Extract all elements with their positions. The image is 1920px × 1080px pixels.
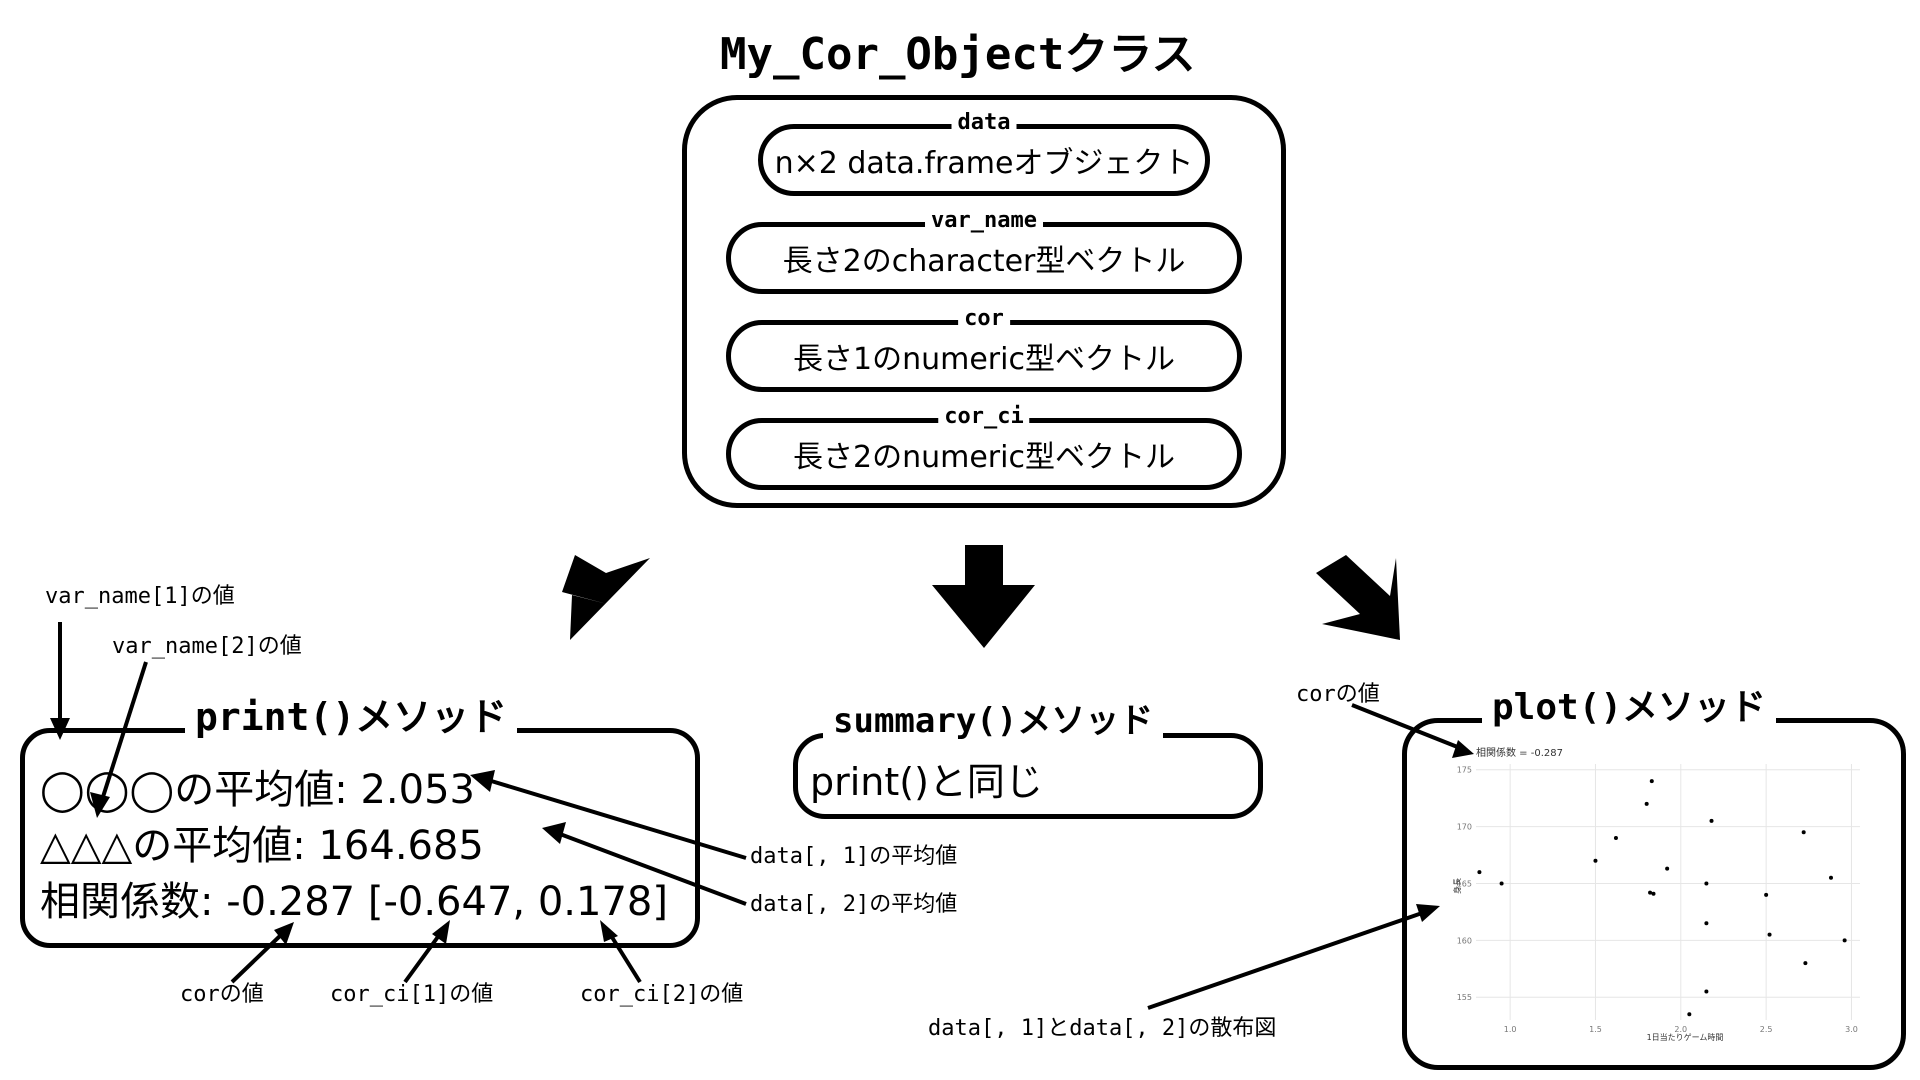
arrow-ci2 xyxy=(608,932,642,984)
slot-cor-ci-name: cor_ci xyxy=(938,406,1030,428)
arrow-ci1 xyxy=(403,932,442,984)
note-var-name-1: var_name[1]の値 xyxy=(45,584,235,609)
arrow-mean2 xyxy=(559,832,747,906)
print-line-mean2: △△△の平均値: 164.685 xyxy=(40,823,484,869)
arrowhead-plot-cor xyxy=(1452,740,1474,758)
scatter-point xyxy=(1704,921,1709,926)
block-arrow-down xyxy=(932,545,1035,648)
slot-data-name: data xyxy=(951,112,1017,134)
mini-y-tick-label: 175 xyxy=(1457,766,1472,775)
slot-var-name-desc: 長さ2のcharacter型ベクトル xyxy=(782,244,1186,279)
scatter-point xyxy=(1828,875,1833,880)
arrowhead-var1 xyxy=(50,718,70,740)
arrowhead-cor xyxy=(274,922,294,945)
mini-plot-ylabel: 身長 xyxy=(1452,878,1462,894)
plot-method-title: plot()メソッド xyxy=(1482,678,1777,730)
scatter-point xyxy=(1648,890,1653,895)
mini-x-tick-label: 1.5 xyxy=(1589,1025,1602,1034)
note-cor-ci-2: cor_ci[2]の値 xyxy=(580,982,744,1007)
arrow-mean1 xyxy=(487,778,747,860)
scatter-point xyxy=(1842,938,1847,943)
slot-cor-ci-desc: 長さ2のnumeric型ベクトル xyxy=(793,440,1175,475)
scatter-point xyxy=(1803,961,1808,966)
note-plot-cor: corの値 xyxy=(1296,682,1380,707)
note-mean-2: data[, 2]の平均値 xyxy=(750,892,958,917)
mini-plot-subtitle: 相関係数 = -0.287 xyxy=(1476,746,1563,759)
note-plot-scatter: data[, 1]とdata[, 2]の散布図 xyxy=(928,1016,1277,1041)
slot-cor-ci: cor_ci 長さ2のnumeric型ベクトル xyxy=(726,406,1242,490)
mini-x-tick-label: 2.0 xyxy=(1674,1025,1687,1034)
summary-method-title: summary()メソッド xyxy=(823,693,1164,742)
mini-y-tick-label: 160 xyxy=(1457,936,1472,945)
mini-x-tick-label: 1.0 xyxy=(1504,1025,1517,1034)
scatter-point xyxy=(1704,881,1709,886)
scatter-point xyxy=(1499,881,1504,886)
scatter-point xyxy=(1687,1012,1692,1017)
arrowhead-plot-scatter xyxy=(1416,904,1440,922)
scatter-point xyxy=(1644,801,1649,806)
scatter-point xyxy=(1764,892,1769,897)
arrowhead-mean1 xyxy=(470,770,495,792)
arrow-var2 xyxy=(100,661,148,801)
note-var-name-2: var_name[2]の値 xyxy=(112,634,302,659)
mini-y-tick-label: 170 xyxy=(1457,823,1472,832)
scatter-point xyxy=(1767,932,1772,937)
slot-var-name-name: var_name xyxy=(925,210,1043,232)
print-line-cor: 相関係数: -0.287 [-0.647, 0.178] xyxy=(40,879,668,925)
scatter-point xyxy=(1613,835,1618,840)
slot-data: data n×2 data.frameオブジェクト xyxy=(758,112,1210,196)
slot-var-name: var_name 長さ2のcharacter型ベクトル xyxy=(726,210,1242,294)
arrowhead-ci1 xyxy=(432,920,450,944)
mini-x-tick-label: 3.0 xyxy=(1845,1025,1858,1034)
scatter-point xyxy=(1704,989,1709,994)
scatter-point xyxy=(1651,891,1656,896)
mini-scatter-plot: 相関係数 = -0.287 1.0 1.5 2.0 2.5 3.0 155 160 165 17… xyxy=(1452,746,1860,1042)
print-method-title: print()メソッド xyxy=(185,686,518,741)
note-cor-ci-1: cor_ci[1]の値 xyxy=(330,982,494,1007)
mini-y-tick-label: 165 xyxy=(1457,879,1472,888)
scatter-point xyxy=(1649,779,1654,784)
mini-x-tick-label: 2.5 xyxy=(1760,1025,1773,1034)
mini-plot-xlabel: 1日当たりゲーム時間 xyxy=(1647,1032,1724,1042)
scatter-point xyxy=(1801,830,1806,835)
arrowhead-mean2 xyxy=(542,822,566,844)
arrow-plot-cor xyxy=(1351,703,1461,750)
scatter-point xyxy=(1593,858,1598,863)
slot-cor-name: cor xyxy=(958,308,1010,330)
arrow-plot-scatter xyxy=(1147,910,1426,1010)
scatter-point xyxy=(1709,818,1714,823)
scatter-point xyxy=(1665,866,1670,871)
note-mean-1: data[, 1]の平均値 xyxy=(750,844,958,869)
scatter-point xyxy=(1477,870,1482,875)
note-cor-value: corの値 xyxy=(180,982,264,1007)
class-title: My_Cor_Objectクラス xyxy=(710,18,1206,82)
mini-y-tick-label: 155 xyxy=(1457,993,1472,1002)
slot-data-desc: n×2 data.frameオブジェクト xyxy=(774,146,1194,181)
arrow-cor xyxy=(230,932,284,984)
slot-cor-desc: 長さ1のnumeric型ベクトル xyxy=(793,342,1175,377)
slot-cor: cor 長さ1のnumeric型ベクトル xyxy=(726,308,1242,392)
block-arrow-left xyxy=(562,555,650,640)
arrowhead-ci2 xyxy=(600,920,618,942)
print-line-mean1: ◯◯◯の平均値: 2.053 xyxy=(40,767,475,813)
block-arrow-right xyxy=(1316,555,1400,640)
arrowhead-var2 xyxy=(90,792,110,818)
summary-method-body: print()と同じ xyxy=(810,760,1043,804)
